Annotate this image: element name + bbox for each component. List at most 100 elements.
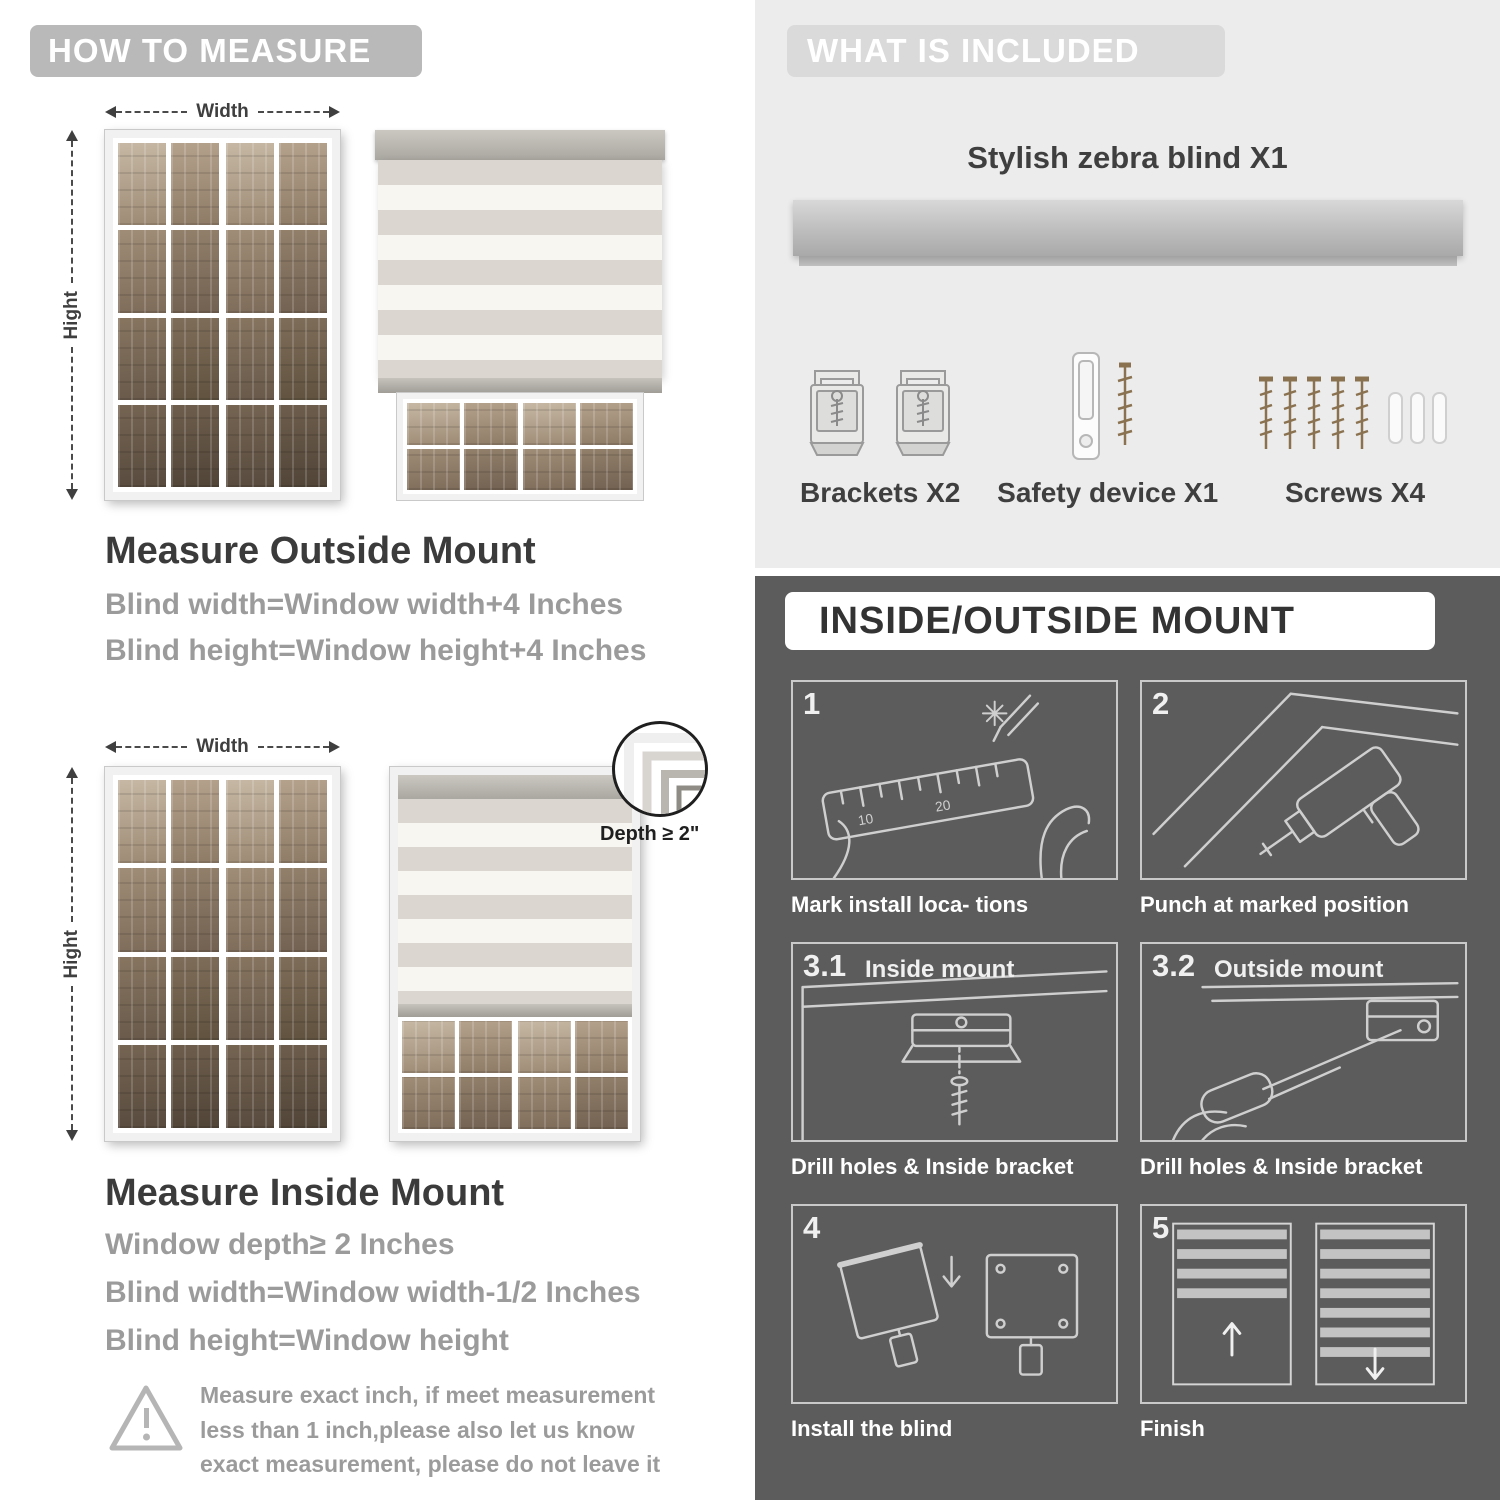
- zebra-blind-inside-mount-illustration: [389, 766, 641, 1142]
- step-caption: Finish: [1140, 1416, 1205, 1441]
- outside-mount-illustration-group: Width Hight: [60, 100, 700, 530]
- arrow-left-icon: [105, 106, 116, 118]
- warning-triangle-icon: [109, 1385, 183, 1451]
- window-pane: [579, 403, 634, 445]
- step-5-illustration: 5: [1140, 1204, 1467, 1404]
- inside-outside-mount-title: INSIDE/OUTSIDE MOUNT: [819, 600, 1296, 642]
- inside-outside-mount-banner: INSIDE/OUTSIDE MOUNT: [785, 592, 1435, 650]
- window-pane: [118, 780, 166, 864]
- window-pane: [118, 317, 166, 401]
- outside-mount-label: Outside mount: [1214, 956, 1384, 983]
- step-number: 3.1: [803, 948, 847, 983]
- measurement-warning-text: Measure exact inch, if meet measurement …: [200, 1382, 661, 1477]
- step-caption: Install the blind: [791, 1416, 953, 1441]
- window-pane: [171, 956, 219, 1041]
- window-sash: [402, 1021, 512, 1129]
- step-number: 3.2: [1152, 948, 1196, 983]
- step-caption: Mark install loca- tions: [791, 892, 1029, 917]
- blind-cassette: [398, 775, 632, 799]
- outside-mount-title: Measure Outside Mount: [105, 530, 536, 572]
- arrow-up-icon: [66, 767, 78, 778]
- window-pane: [464, 448, 518, 490]
- window-pane: [459, 1021, 512, 1073]
- how-to-measure-banner: HOW TO MEASURE: [30, 25, 422, 77]
- safety-device-label: Safety device X1: [997, 477, 1219, 508]
- bracket-icon: [895, 370, 951, 456]
- installation-steps-grid: 1: [791, 680, 1467, 1442]
- step-number: 5: [1152, 1210, 1170, 1245]
- window-pane: [464, 403, 518, 445]
- what-is-included-title: WHAT IS INCLUDED: [807, 32, 1140, 69]
- window-pane: [118, 956, 166, 1041]
- what-is-included-banner: WHAT IS INCLUDED: [787, 25, 1225, 77]
- step-4-illustration: 4: [791, 1204, 1118, 1404]
- arrow-down-icon: [66, 489, 78, 501]
- window-pane: [226, 404, 274, 488]
- what-is-included-panel: WHAT IS INCLUDED Stylish zebra blind X1: [755, 0, 1500, 568]
- how-to-measure-title: HOW TO MEASURE: [48, 32, 372, 69]
- arrow-down-icon: [1365, 1347, 1385, 1380]
- window-pane: [279, 143, 327, 226]
- window-sash: [522, 403, 634, 490]
- window-pane: [579, 448, 634, 490]
- height-measurement-arrow: Hight: [61, 767, 82, 1142]
- zebra-blind-outside-mount-illustration: [375, 130, 665, 501]
- window-pane: [226, 868, 274, 952]
- window-sash: [226, 780, 327, 1129]
- height-label: Hight: [61, 929, 82, 979]
- inside-mount-rule-depth: Window depth≥ 2 Inches: [105, 1228, 455, 1261]
- window-sash: [226, 143, 327, 488]
- inside-mount-title: Measure Inside Mount: [105, 1172, 505, 1214]
- step-number: 2: [1152, 686, 1170, 721]
- bracket-icon: [809, 370, 865, 456]
- window-pane: [171, 868, 219, 952]
- zebra-blind-headrail-image: [793, 200, 1463, 266]
- window-pane: [402, 1021, 455, 1073]
- safety-device-icon: [1071, 352, 1133, 460]
- inside-mount-illustration-group: Width Hight: [60, 721, 720, 1175]
- window-sash: [518, 1021, 628, 1129]
- step-number: 4: [803, 1210, 821, 1245]
- inside-mount-label: Inside mount: [865, 956, 1015, 983]
- window-pane: [171, 404, 219, 488]
- width-measurement-arrow: Width: [105, 101, 340, 122]
- window-below-blind: [396, 392, 644, 501]
- svg-text:10: 10: [857, 811, 875, 828]
- step-2-illustration: 2: [1140, 680, 1467, 880]
- window-pane: [171, 780, 219, 864]
- window-pane: [118, 1044, 166, 1129]
- step-3-1-illustration: 3.1 Inside mount: [791, 942, 1118, 1142]
- window-pane: [118, 868, 166, 952]
- mark-locations-drawing-icon: 10 20: [821, 694, 1091, 878]
- outside-bracket-drawing-icon: [1171, 981, 1459, 1140]
- step-number: 1: [803, 686, 821, 721]
- window-pane: [226, 317, 274, 401]
- zebra-blind-item-label: Stylish zebra blind X1: [967, 140, 1288, 175]
- window-below-blind: [398, 1017, 632, 1133]
- width-label: Width: [196, 736, 249, 757]
- step-caption: Punch at marked position: [1140, 892, 1409, 917]
- width-label: Width: [196, 101, 249, 122]
- window-pane: [226, 143, 274, 226]
- included-items-row: Brackets X2: [800, 318, 1455, 509]
- window-pane: [226, 780, 274, 864]
- window-pane: [279, 317, 327, 401]
- window-sash: [118, 780, 219, 1129]
- arrow-right-icon: [329, 106, 340, 118]
- drill-drawing-icon: [1152, 692, 1459, 868]
- window-pane: [226, 956, 274, 1041]
- width-measurement-arrow: Width: [105, 736, 340, 757]
- step-caption: Drill holes & Inside bracket: [791, 1154, 1074, 1179]
- window-pane: [575, 1077, 628, 1129]
- blind-zebra-stripes: [378, 160, 662, 378]
- step-finish: 5: [1140, 1204, 1467, 1442]
- window-illustration: [104, 129, 341, 501]
- window-pane: [118, 404, 166, 488]
- window-sash: [118, 143, 219, 488]
- included-item-brackets: Brackets X2: [800, 318, 960, 509]
- height-label: Hight: [61, 290, 82, 340]
- window-pane: [279, 230, 327, 313]
- depth-zoom-circle-icon: [612, 721, 708, 817]
- window-pane: [279, 956, 327, 1041]
- window-pane: [407, 448, 461, 490]
